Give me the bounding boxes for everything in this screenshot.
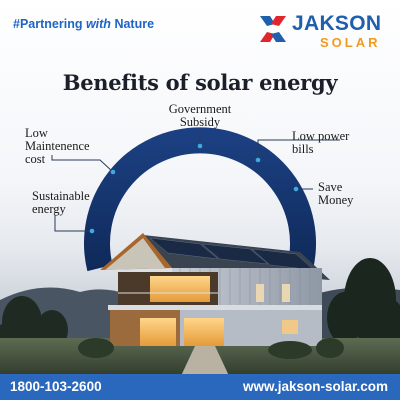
solar-panels [149, 237, 315, 271]
benefit-save-money: Save Money [318, 180, 354, 207]
leader-dot-money [293, 186, 299, 192]
ground-window-right [282, 320, 298, 334]
top-bar: #Partnering with Nature JAKSON SOLAR [0, 0, 400, 54]
gable-wall [105, 238, 165, 270]
walkway [180, 346, 230, 378]
phone-number[interactable]: 1800-103-2600 [10, 379, 102, 394]
shrubs [78, 338, 344, 359]
balcony-window [150, 276, 210, 302]
leader-line-maintenance [51, 155, 114, 173]
page-title: Benefits of solar energy [62, 70, 338, 95]
jakson-logo-mark-icon [260, 16, 286, 42]
benefit-government-subsidy: Government Subsidy [168, 102, 232, 129]
trees-right [327, 258, 400, 360]
leader-dot-bills [255, 157, 261, 163]
ground-window-left [140, 318, 176, 346]
benefit-low-power-bills: Low power bills [292, 129, 350, 156]
window-upper-2 [282, 284, 290, 302]
leader-dot-sustainable [89, 228, 95, 234]
benefit-sustainable-energy: Sustainable energy [32, 189, 90, 216]
leader-line-sustainable [54, 215, 92, 232]
leader-line-bills [257, 139, 340, 160]
ground-window-center [184, 318, 224, 346]
jakson-logo: JAKSON SOLAR [258, 12, 394, 50]
floor-slab [108, 305, 322, 310]
logo-word-solar: SOLAR [320, 35, 381, 50]
website-link[interactable]: www.jakson-solar.com [242, 379, 388, 394]
leader-dot-government [197, 143, 203, 149]
leader-dot-maintenance [110, 169, 116, 175]
benefit-low-maintenance: Low Maintenence cost [25, 126, 90, 166]
window-upper-1 [256, 284, 264, 302]
house [100, 233, 330, 346]
footer-bar: 1800-103-2600 www.jakson-solar.com [0, 374, 400, 400]
tagline: #Partnering with Nature [13, 17, 155, 31]
logo-word-jakson: JAKSON [292, 12, 382, 35]
